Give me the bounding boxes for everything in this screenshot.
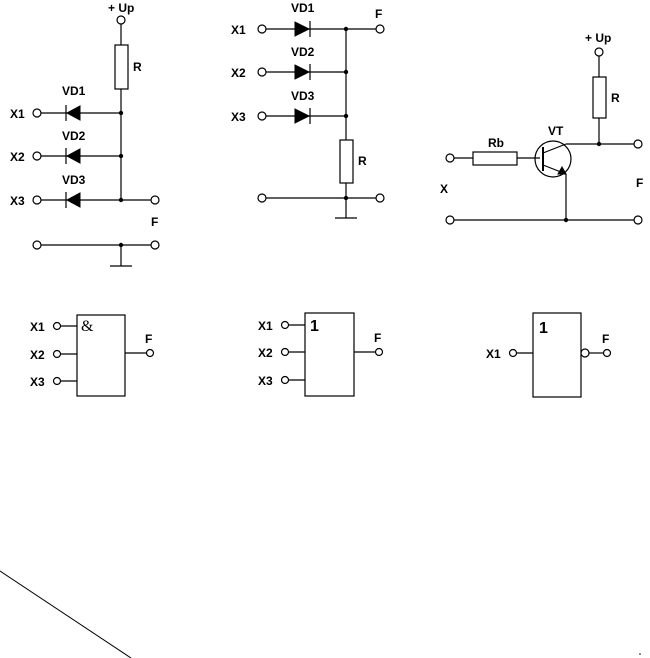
inv-input-terminal-x[interactable] <box>445 153 455 163</box>
not-gate-symbol: 1 X1 F <box>486 312 612 398</box>
and-input-pin-x1[interactable] <box>52 321 62 331</box>
input-label-x3: X3 <box>10 194 25 208</box>
not-input-label-x1: X1 <box>486 347 501 361</box>
or-input-label-x3: X3 <box>231 110 246 124</box>
inv-base-resistor-rb <box>472 151 518 166</box>
ground-terminal-left[interactable] <box>32 240 42 250</box>
and-input-label-x1: X1 <box>30 320 45 334</box>
or-sym-output-label-f: F <box>374 331 381 345</box>
or-diode-label-vd2: VD2 <box>291 45 315 59</box>
or-gate-symbol: 1 X1 X2 X3 F <box>258 312 384 397</box>
diagonal-stroke <box>0 570 132 658</box>
inv-supply-label: + Up <box>585 31 611 45</box>
or-gate-body <box>304 312 355 397</box>
resistor-r <box>114 44 129 90</box>
or-sym-input-pin-x1[interactable] <box>280 320 290 330</box>
or-ground-terminal-left[interactable] <box>257 193 267 203</box>
diode-label-vd2: VD2 <box>62 129 86 143</box>
output-terminal-f[interactable] <box>150 195 160 205</box>
or-diode-vd2 <box>294 64 311 80</box>
diode-label-vd1: VD1 <box>62 84 86 98</box>
or-input-row-2: X2 VD2 <box>231 45 349 80</box>
diode-or-gate-circuit: X1 VD1 F X2 VD2 X3 VD3 <box>231 1 385 219</box>
and-output-pin-f[interactable] <box>145 348 155 358</box>
and-output-label-f: F <box>145 332 152 346</box>
or-input-terminal-x1[interactable] <box>257 24 267 34</box>
or-input-label-x2: X2 <box>231 66 246 80</box>
not-output-pin-f[interactable] <box>602 348 612 358</box>
input-terminal-x2[interactable] <box>32 151 42 161</box>
or-input-label-x1: X1 <box>231 23 246 37</box>
or-function-label: 1 <box>310 318 319 335</box>
or-ground-terminal-right[interactable] <box>375 193 385 203</box>
or-input-row-1: X1 VD1 <box>231 1 385 37</box>
resistor-label: R <box>133 60 142 74</box>
inv-output-terminal-f[interactable] <box>633 139 643 149</box>
input-row-1: X1 VD1 <box>10 84 124 121</box>
and-input-label-x3: X3 <box>30 375 45 389</box>
diode-vd2 <box>65 148 81 164</box>
or-output-label-f: F <box>375 7 382 21</box>
input-row-3: X3 VD3 <box>10 173 160 208</box>
or-input-row-3: X3 VD3 <box>231 89 349 124</box>
or-resistor-label: R <box>358 154 367 168</box>
diode-and-gate-circuit: + Up R X1 VD1 X2 VD2 X3 <box>10 1 160 267</box>
supply-terminal <box>116 15 126 25</box>
inv-ground-terminal-right[interactable] <box>633 215 643 225</box>
inv-base-resistor-label: Rb <box>488 136 504 150</box>
diode-vd1 <box>65 105 81 121</box>
ground-terminal-right[interactable] <box>150 240 160 250</box>
or-sym-input-label-x2: X2 <box>258 346 273 360</box>
or-resistor-r <box>339 139 354 184</box>
supply-label: + Up <box>108 1 134 15</box>
or-diode-vd3 <box>294 108 311 124</box>
and-function-label: & <box>81 318 94 335</box>
or-sym-input-pin-x2[interactable] <box>280 347 290 357</box>
or-sym-input-label-x3: X3 <box>258 374 273 388</box>
diode-vd3 <box>65 192 81 208</box>
diode-label-vd3: VD3 <box>62 173 86 187</box>
input-row-2: X2 VD2 <box>10 129 124 164</box>
not-function-label: 1 <box>539 320 548 337</box>
inv-transistor-label: VT <box>548 124 564 138</box>
transistor-vt <box>534 140 572 178</box>
and-gate-symbol: & X1 X2 X3 F <box>30 314 155 397</box>
or-sym-input-pin-x3[interactable] <box>280 375 290 385</box>
not-input-pin-x1[interactable] <box>508 348 518 358</box>
input-terminal-x1[interactable] <box>32 108 42 118</box>
or-sym-input-label-x1: X1 <box>258 319 273 333</box>
inv-ground-terminal-left[interactable] <box>445 215 455 225</box>
not-inversion-bubble <box>580 348 590 358</box>
input-terminal-x3[interactable] <box>32 195 42 205</box>
and-input-pin-x2[interactable] <box>52 349 62 359</box>
and-input-label-x2: X2 <box>30 348 45 362</box>
or-diode-label-vd3: VD3 <box>291 89 315 103</box>
or-sym-output-pin-f[interactable] <box>374 347 384 357</box>
output-label-f: F <box>151 215 158 229</box>
not-output-label-f: F <box>602 332 609 346</box>
and-input-pin-x3[interactable] <box>52 376 62 386</box>
transistor-inverter-circuit: + Up R F Rb X VT <box>440 31 643 225</box>
or-diode-vd1 <box>294 21 311 37</box>
inv-resistor-label: R <box>611 91 620 105</box>
inv-input-label-x: X <box>440 182 448 196</box>
and-gate-body <box>76 314 126 397</box>
corner-dot <box>639 653 641 655</box>
inv-supply-terminal <box>594 47 604 57</box>
or-input-terminal-x3[interactable] <box>257 111 267 121</box>
input-label-x1: X1 <box>10 107 25 121</box>
inv-resistor-r <box>592 76 607 119</box>
input-label-x2: X2 <box>10 150 25 164</box>
or-input-terminal-x2[interactable] <box>257 67 267 77</box>
inv-output-label-f: F <box>636 176 643 190</box>
or-output-terminal-f[interactable] <box>375 24 385 34</box>
or-diode-label-vd1: VD1 <box>291 1 315 15</box>
